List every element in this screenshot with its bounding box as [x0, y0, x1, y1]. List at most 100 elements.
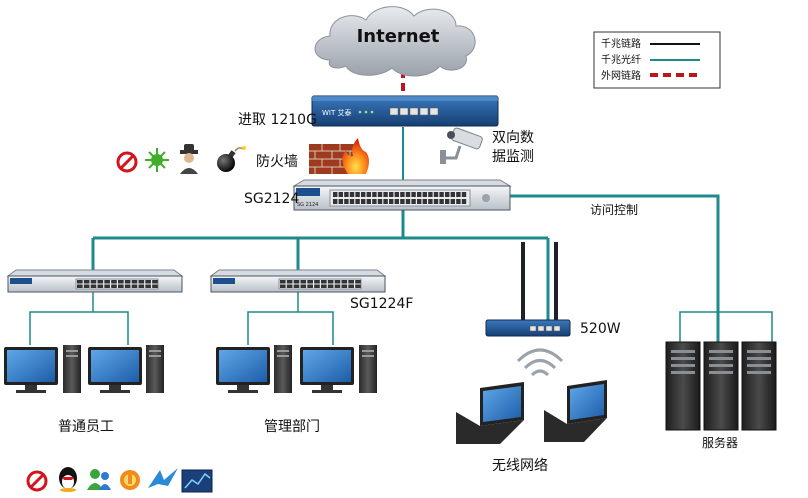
wireless-group-label: 无线网络 — [492, 458, 548, 474]
switch-port — [90, 280, 97, 284]
wireless-ap-label: 520W — [580, 321, 621, 337]
switch-port — [348, 280, 354, 284]
pc-management-1 — [216, 345, 292, 393]
core-switch-label: SG2124 — [244, 191, 299, 207]
server-3 — [741, 341, 777, 431]
switch-port — [280, 284, 286, 288]
switch-port — [321, 284, 327, 288]
switch-port — [77, 284, 83, 288]
switch-port — [333, 199, 338, 204]
pc-management-2 — [300, 345, 377, 393]
wifi-signal-icon — [516, 348, 564, 377]
messenger-icon — [87, 469, 111, 490]
switch-port — [111, 284, 117, 288]
firewall-icon — [309, 138, 369, 174]
switch-port — [389, 199, 394, 204]
laptop-2 — [544, 380, 607, 442]
switch-port — [461, 199, 467, 204]
pc-workstation-1 — [4, 345, 81, 393]
router-brand: WIT 艾泰 — [322, 108, 352, 117]
monitor-label-line2: 据监测 — [492, 149, 534, 165]
legend-item-gigabit-fiber: 千兆光纤 — [601, 53, 641, 66]
switch-port — [445, 199, 450, 204]
switch-port — [293, 280, 300, 284]
server-1 — [665, 341, 701, 431]
switch-port — [433, 199, 439, 204]
switch-port — [338, 199, 343, 204]
switch-port — [334, 284, 341, 288]
switch-port — [405, 199, 411, 204]
switch-port — [307, 280, 313, 284]
internet-cloud: Internet — [314, 6, 476, 77]
switch-port — [131, 284, 138, 288]
switch-port — [341, 284, 348, 288]
access-switch-label: SG1224F — [350, 296, 413, 312]
switch-port — [338, 192, 343, 197]
switch1-pc-links — [29, 311, 129, 345]
switch-port — [400, 192, 405, 197]
switch-port — [394, 192, 399, 197]
switch-port — [104, 284, 110, 288]
server-2 — [703, 341, 739, 431]
switch-port — [300, 284, 307, 288]
router-device: WIT 艾泰 — [311, 95, 499, 127]
switch-port — [111, 280, 117, 284]
qq-penguin-icon — [59, 467, 77, 492]
switch-port — [314, 284, 320, 288]
switch-port — [377, 199, 383, 204]
switch-port — [333, 192, 338, 197]
download-icon — [120, 470, 140, 490]
switch-port — [145, 280, 151, 284]
blocked-apps-icons — [26, 467, 213, 493]
switch-port — [383, 192, 388, 197]
switch-port — [300, 280, 307, 284]
switch-port — [124, 280, 131, 284]
switch2-pc-links — [247, 311, 334, 345]
switch-port — [355, 192, 360, 197]
switch-port — [321, 280, 327, 284]
switch-port — [450, 192, 455, 197]
switch-port — [124, 284, 131, 288]
legend-item-gigabit-copper: 千兆链路 — [601, 37, 641, 50]
switch-port — [372, 192, 377, 197]
switch-port — [411, 199, 416, 204]
switch-port — [377, 192, 383, 197]
threat-icons — [116, 144, 246, 174]
switch-port — [145, 284, 151, 288]
monitor-label-line1: 双向数 — [492, 130, 534, 146]
switch-port — [428, 192, 433, 197]
stock-chart-icon — [181, 469, 213, 493]
switch-port — [372, 199, 377, 204]
internet-label: Internet — [357, 26, 440, 47]
switch-port — [456, 192, 461, 197]
switch-port — [355, 284, 361, 288]
switch-port — [327, 280, 334, 284]
server-link — [510, 194, 720, 342]
switch-port — [355, 199, 360, 204]
virus-icon — [145, 148, 169, 172]
switch-port — [389, 192, 394, 197]
switch-port — [422, 199, 427, 204]
switch-port — [349, 192, 355, 197]
switch-port — [450, 199, 455, 204]
switch-port — [344, 199, 349, 204]
switch-port — [97, 284, 104, 288]
switch-port — [138, 284, 145, 288]
switch-port — [405, 192, 411, 197]
no-entry-icon — [116, 151, 138, 173]
switch-port — [461, 192, 467, 197]
switch-port — [286, 284, 293, 288]
management-group-label: 管理部门 — [264, 419, 320, 435]
core-switch-plate: SG 2124 — [297, 202, 318, 208]
switch-port — [138, 280, 145, 284]
switch-port — [383, 199, 388, 204]
links — [29, 70, 773, 345]
switch-port — [97, 280, 104, 284]
switch-port — [344, 192, 349, 197]
switch-port — [361, 199, 366, 204]
switch-port — [439, 199, 444, 204]
access-switch-1 — [6, 269, 184, 293]
pc-workstation-2 — [88, 345, 164, 393]
